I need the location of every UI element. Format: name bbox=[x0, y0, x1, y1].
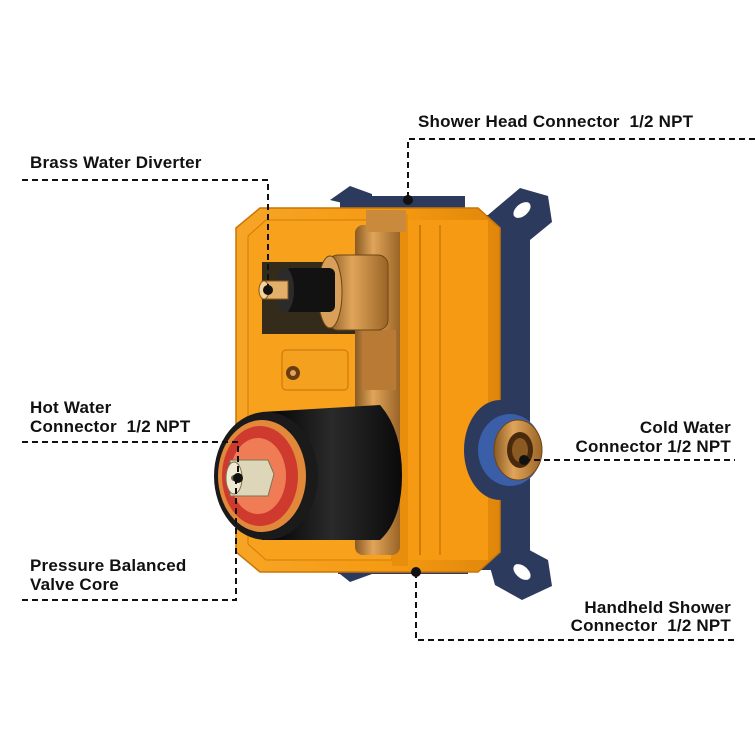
label-handheld-line1: Handheld Shower bbox=[584, 598, 731, 617]
leader-shower-head bbox=[407, 138, 755, 200]
label-pressure-line2: Valve Core bbox=[30, 575, 119, 594]
leader-dot-cold-water bbox=[519, 455, 529, 465]
leader-brass-diverter bbox=[22, 179, 269, 290]
leader-dot-hot-water bbox=[233, 473, 243, 483]
label-cold-water-line2: Connector 1/2 NPT bbox=[575, 437, 731, 456]
label-brass-water-diverter: Brass Water Diverter bbox=[30, 153, 202, 172]
label-shower-head-connector: Shower Head Connector 1/2 NPT bbox=[418, 112, 694, 131]
leader-handheld bbox=[415, 572, 735, 641]
valve-core bbox=[214, 405, 402, 540]
leader-pressure-core bbox=[22, 478, 237, 601]
brass-diverter bbox=[258, 254, 389, 331]
cold-water-port bbox=[464, 400, 543, 500]
leader-dot-handheld bbox=[411, 567, 421, 577]
label-cold-water-line1: Cold Water bbox=[639, 418, 731, 437]
label-handheld-line2: Connector 1/2 NPT bbox=[570, 616, 731, 635]
leader-dot-brass-diverter bbox=[263, 285, 273, 295]
leader-dot-shower-head bbox=[403, 195, 413, 205]
leader-hot-water bbox=[22, 441, 239, 478]
label-hot-water-line1: Hot Water bbox=[30, 398, 112, 417]
label-pressure-line1: Pressure Balanced bbox=[30, 556, 187, 575]
label-hot-water-line2: Connector 1/2 NPT bbox=[30, 417, 191, 436]
